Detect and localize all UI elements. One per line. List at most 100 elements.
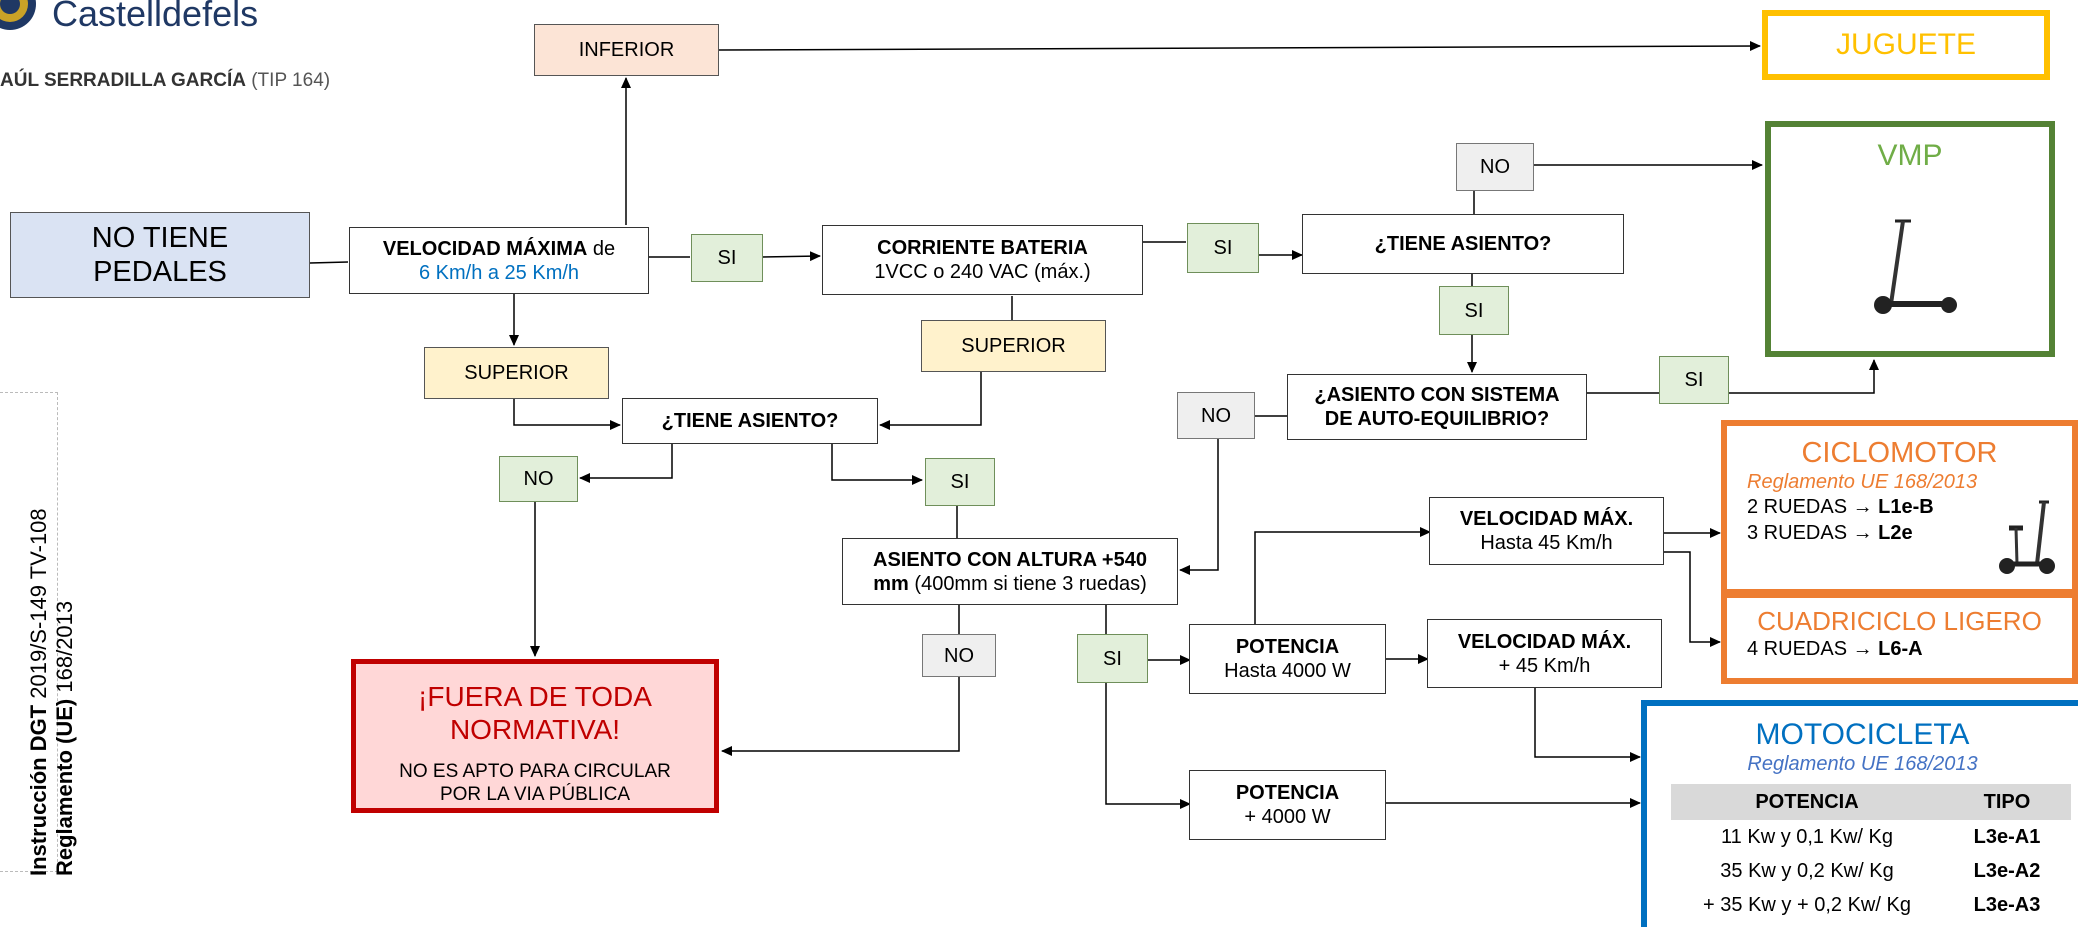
asiento-altura-rest: (400mm si tiene 3 ruedas) [914,572,1147,595]
sidebar-line1-prefix: Instrucción DGT [26,704,51,876]
ciclomotor-label: CICLOMOTOR [1801,437,1998,469]
node-no-left: NO [499,456,578,502]
node-si-1: SI [691,234,763,282]
moto-header-tipo: TIPO [1943,784,2071,820]
inferior-text: INFERIOR [578,39,675,61]
no-mid-text: NO [1201,404,1231,427]
vel45-sub: Hasta 45 Km/h [1480,532,1613,554]
no-left-text: NO [523,468,554,490]
si-bottom-text: SI [1103,647,1122,670]
motocicleta-label: MOTOCICLETA [1755,718,1970,751]
line-si-corriente [761,251,821,262]
superior-right-text: SUPERIOR [961,335,1066,357]
node-si-right: SI [1439,286,1509,335]
node-superior-right: SUPERIOR [921,320,1106,372]
si-vmp-text: SI [1684,369,1704,391]
node-potencia-4000: POTENCIA Hasta 4000 W [1189,624,1386,694]
fuera-title-1: ¡FUERA DE TODA [418,681,652,712]
line-nobottom-fuera [721,676,960,756]
node-no-mid: NO [1177,392,1255,439]
node-no-pedales: NO TIENE PEDALES [10,212,310,298]
line-nomid-altura [1179,438,1219,575]
moto-row-0-tipo: L3e-A1 [1973,825,2041,848]
line-superior-asiento [513,398,621,430]
node-asiento-altura: ASIENTO CON ALTURA +540 mm (400mm si tie… [842,538,1178,605]
line-sivmp-vmp [1728,359,1879,394]
node-si-vmp: SI [1659,356,1729,404]
node-si-center: SI [925,458,995,506]
node-potencia-plus-4000: POTENCIA + 4000 W [1189,770,1386,840]
moto-table-header: POTENCIA TIPO [1671,784,2071,820]
node-tiene-asiento-center: ¿TIENE ASIENTO? [622,398,878,444]
seated-scooter-icon [1999,500,2055,574]
tiene-asiento-right-text: ¿TIENE ASIENTO? [1374,233,1552,255]
fuera-sub-2: POR LA VIA PÚBLICA [439,784,631,805]
line-asiento-no [579,443,673,483]
moto-header-potencia: POTENCIA [1671,784,1943,820]
logo: Castelldefels [0,0,310,36]
vmp-label: VMP [1877,139,1943,172]
node-corriente-bateria: CORRIENTE BATERIA 1VCC o 240 VAC (máx.) [822,225,1143,295]
node-si-2: SI [1187,223,1259,273]
result-juguete: JUGUETE [1762,10,2050,80]
ciclomotor-row-1: 3 RUEDAS → L2e [1747,520,2072,546]
fuera-title-2: NORMATIVA! [449,714,621,745]
line-vel45-cuadriciclo [1664,551,1721,647]
cuadriciclo-row-label: 4 RUEDAS → [1747,638,1873,660]
result-vmp: VMP [1765,121,2055,357]
ciclomotor-row-1-code: L2e [1878,522,1913,544]
juguete-label: JUGUETE [1835,28,1976,61]
moto-row-2-tipo: L3e-A3 [1973,893,2041,916]
result-fuera-normativa: ¡FUERA DE TODA NORMATIVA! NO ES APTO PAR… [351,659,719,813]
node-tiene-asiento-right: ¿TIENE ASIENTO? [1302,214,1624,274]
motocicleta-reg: Reglamento UE 168/2013 [1747,753,1978,775]
table-row: + 35 Kw y + 0,2 Kw/ Kg L3e-A3 [1671,888,2071,922]
node-velocidad-45-plus: VELOCIDAD MÁX. + 45 Km/h [1427,619,1662,688]
table-row: 35 Kw y 0,2 Kw/ Kg L3e-A2 [1671,854,2071,888]
line-vel45plus-moto [1534,688,1641,762]
si-right-text: SI [1464,299,1484,322]
ciclomotor-row-1-label: 3 RUEDAS → [1747,522,1873,544]
scooter-icon [1874,219,1957,314]
potplus-sub: + 4000 W [1244,806,1331,828]
vel45-title: VELOCIDAD MÁX. [1459,508,1634,530]
node-no-pedales-text: NO TIENE PEDALES [91,222,229,288]
vel45plus-sub: + 45 Km/h [1498,654,1591,677]
node-no-top: NO [1456,143,1534,191]
si-1-text: SI [717,247,737,269]
motocicleta-table: POTENCIA TIPO 11 Kw y 0,1 Kw/ Kg L3e-A1 … [1671,784,2071,922]
line-inferior-juguete [717,41,1761,52]
sidebar-line2-bold: Reglamento (UE) [52,698,77,876]
cuadriciclo-row: 4 RUEDAS → L6-A [1747,636,2072,662]
node-inferior: INFERIOR [534,24,719,76]
ciclomotor-row-0-code: L1e-B [1878,496,1934,518]
line-pedales-velmax [309,261,349,264]
line-pot4000-vel45 [1254,527,1431,624]
potplus-title: POTENCIA [1235,782,1340,804]
moto-row-1-potencia: 35 Kw y 0,2 Kw/ Kg [1720,859,1894,882]
sidebar-line2-rest: 168/2013 [52,600,77,693]
node-no-bottom: NO [922,634,996,677]
sidebar-panel [0,392,58,872]
asiento-auto-line1: ¿ASIENTO CON SISTEMA [1314,384,1560,406]
ciclomotor-row-0-label: 2 RUEDAS → [1747,496,1873,518]
moto-row-0-potencia: 11 Kw y 0,1 Kw/ Kg [1721,825,1893,848]
moto-row-1-tipo: L3e-A2 [1973,859,2041,882]
node-velocidad-maxima: VELOCIDAD MÁXIMA de 6 Km/h a 25 Km/h [349,227,649,294]
logo-text: Castelldefels [52,0,259,34]
pot4000-title: POTENCIA [1235,636,1340,658]
cuadriciclo-row-code: L6-A [1878,638,1923,660]
fuera-sub-1: NO ES APTO PARA CIRCULAR [399,761,671,782]
asiento-auto-line2: DE AUTO-EQUILIBRIO? [1324,408,1550,430]
velmax-de: de [592,237,616,260]
ciclomotor-row-0: 2 RUEDAS → L1e-B [1747,494,2072,520]
vel45plus-title: VELOCIDAD MÁX. [1457,630,1632,653]
corriente-title: CORRIENTE BATERIA [877,237,1088,259]
node-si-bottom: SI [1077,634,1148,683]
si-2-text: SI [1213,237,1233,259]
line-superior-right-asiento [879,372,982,430]
moto-row-2-potencia: + 35 Kw y + 0,2 Kw/ Kg [1703,893,1911,916]
velmax-title: VELOCIDAD MÁXIMA [382,237,588,260]
result-motocicleta: MOTOCICLETA Reglamento UE 168/2013 POTEN… [1641,700,2078,927]
